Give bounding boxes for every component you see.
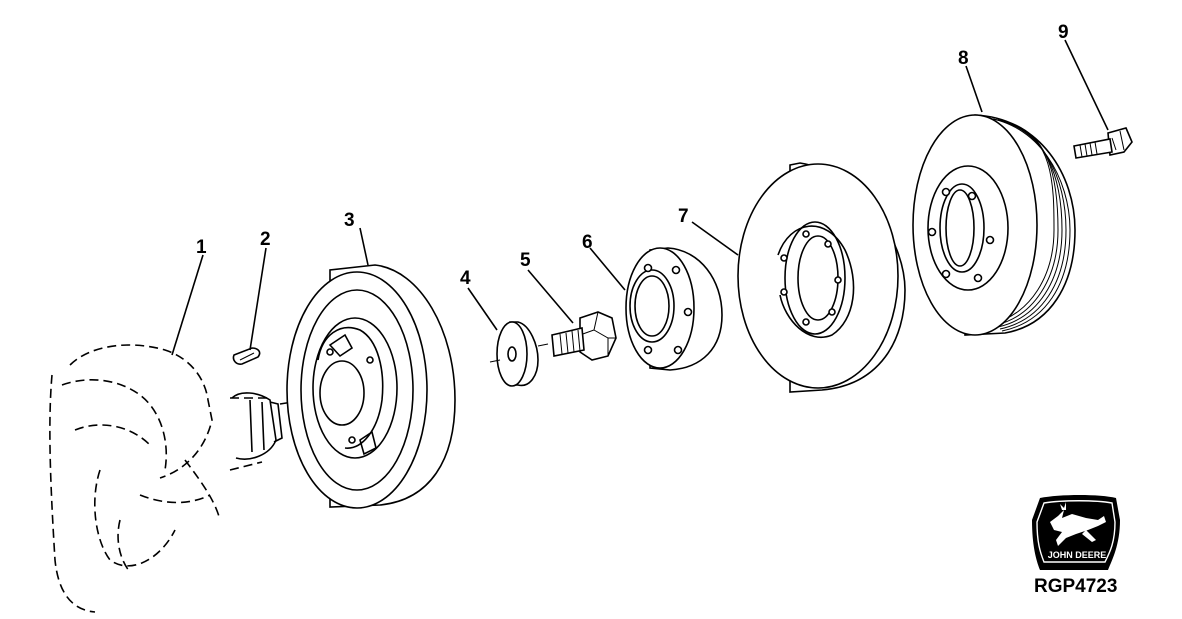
washer-part bbox=[489, 321, 539, 387]
callout-5: 5 bbox=[520, 250, 531, 271]
pulley-part bbox=[737, 162, 906, 393]
leaping-deer-icon bbox=[1050, 502, 1106, 546]
callout-6: 6 bbox=[582, 232, 593, 253]
callout-8: 8 bbox=[958, 48, 969, 69]
callout-3: 3 bbox=[344, 210, 355, 231]
callout-labels: 1 2 3 4 5 6 7 8 9 bbox=[196, 22, 1069, 289]
callout-2: 2 bbox=[260, 229, 271, 250]
cap-screw-part bbox=[537, 311, 617, 361]
callout-9: 9 bbox=[1058, 22, 1069, 43]
belt-pulley-part bbox=[912, 114, 1076, 336]
woodruff-key-part bbox=[232, 347, 261, 365]
callout-4: 4 bbox=[460, 268, 471, 289]
callout-1: 1 bbox=[196, 237, 207, 258]
vibration-damper-part bbox=[286, 264, 456, 509]
john-deere-logo: JOHN DEERE bbox=[1032, 495, 1120, 570]
figure-id: RGP4723 bbox=[1034, 576, 1117, 597]
logo-brand-text: JOHN DEERE bbox=[1048, 550, 1107, 560]
leader-lines bbox=[171, 39, 1109, 356]
callout-7: 7 bbox=[678, 206, 689, 227]
bolt-part bbox=[1073, 127, 1133, 159]
hub-part bbox=[625, 247, 723, 371]
